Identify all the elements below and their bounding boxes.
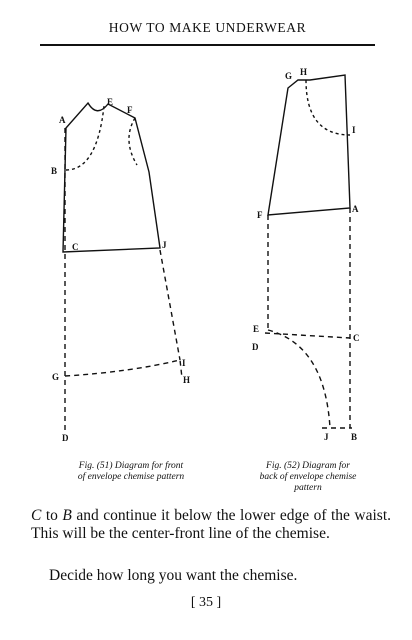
- figure-52-caption: Fig. (52) Diagram for back of envelope c…: [238, 461, 378, 494]
- figure-52-caption-line-2: back of envelope chemise: [259, 472, 357, 482]
- running-header: HOW TO MAKE UNDERWEAR: [108, 20, 307, 35]
- body-paragraph-2: Decide how long you want the chemise.: [49, 567, 298, 584]
- figure-51-caption: Fig. (51) Diagram for front of envelope …: [56, 461, 206, 483]
- figure-52-caption-line-1: Fig. (52) Diagram for: [266, 461, 350, 471]
- fig52-label-e: E: [253, 324, 259, 334]
- fig52-label-d: D: [252, 342, 259, 352]
- point-c-ref: C: [31, 507, 42, 524]
- fig52-label-b: B: [351, 432, 357, 442]
- fig51-label-f: F: [127, 105, 133, 115]
- figure-52-diagram: [264, 74, 352, 429]
- p1-to: to: [41, 507, 63, 524]
- fig52-armhole-curve: [305, 79, 351, 136]
- fig51-side-line: [159, 249, 181, 361]
- page-number: [ 35 ]: [190, 595, 222, 610]
- fig52-hip-curve: [267, 329, 331, 429]
- fig52-label-h: H: [300, 67, 307, 77]
- fig51-neck-curve: [65, 105, 105, 171]
- fig52-label-f: F: [257, 210, 263, 220]
- fig51-waist-outline: [62, 101, 161, 253]
- body-paragraph-1: C to B and continue it below the lower e…: [31, 507, 391, 543]
- fig51-label-j: J: [162, 240, 167, 250]
- figure-51-diagram: [62, 101, 183, 432]
- fig52-waist-outline: [267, 74, 351, 216]
- fig51-label-b: B: [51, 166, 57, 176]
- fig52-label-j: J: [324, 432, 329, 442]
- fig52-label-i: I: [352, 125, 356, 135]
- fig51-hem-line: [64, 359, 183, 379]
- fig51-label-i: I: [182, 358, 186, 368]
- header-rule: [40, 44, 375, 46]
- fig51-label-d: D: [62, 433, 69, 443]
- figure-51-labels: A B C D E F G H I J: [51, 97, 190, 443]
- p1-rest: and continue it below the lower edge of …: [31, 507, 392, 542]
- fig51-label-a: A: [59, 115, 66, 125]
- fig52-label-g: G: [285, 71, 292, 81]
- fig52-label-c: C: [353, 333, 360, 343]
- pattern-diagrams: A B C D E F G H I J G H I F A E D C J: [51, 67, 360, 443]
- fig51-label-c: C: [72, 242, 79, 252]
- figure-51-caption-line-1: Fig. (51) Diagram for front: [78, 461, 184, 471]
- figure-52-caption-line-3: pattern: [294, 483, 322, 493]
- fig51-armhole-curve: [128, 117, 138, 166]
- point-b-ref: B: [62, 507, 72, 524]
- fig51-label-h: H: [183, 375, 190, 385]
- figure-52-labels: G H I F A E D C J B: [252, 67, 360, 442]
- fig51-label-g: G: [52, 372, 59, 382]
- fig51-label-e: E: [107, 97, 113, 107]
- fig52-label-a: A: [352, 204, 359, 214]
- figure-51-caption-line-2: of envelope chemise pattern: [77, 472, 185, 482]
